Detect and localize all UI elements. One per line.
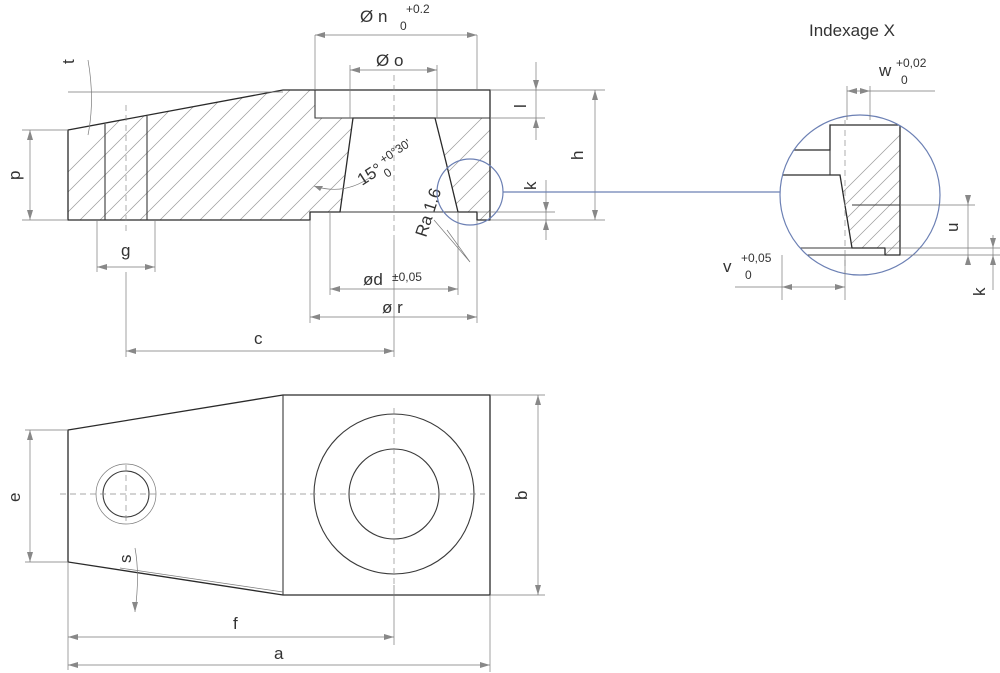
dim-t-label: t	[59, 59, 78, 64]
dim-p-label: p	[5, 171, 24, 180]
top-view: e b s f a	[5, 394, 545, 672]
dim-g-label: g	[121, 241, 130, 260]
small-hole	[104, 116, 148, 220]
detail-callout-circle	[436, 158, 504, 226]
dim-s-label: s	[116, 555, 135, 564]
section-view: Ø n +0.2 0 Ø o t p l h k g c	[5, 2, 780, 357]
detail-w-label: w	[878, 61, 892, 80]
detail-v-tol-lower: 0	[745, 268, 752, 282]
dim-d-tol: ±0,05	[392, 270, 422, 284]
dim-o-label: Ø o	[376, 51, 403, 70]
dim-b-label: b	[512, 491, 531, 500]
top-outline	[67, 394, 491, 596]
detail-w-tol-lower: 0	[901, 73, 908, 87]
angle-tol-upper: +0°30'	[377, 136, 413, 166]
dim-e-label: e	[5, 493, 24, 502]
section-outline	[67, 89, 491, 221]
dim-n-label: Ø n	[360, 7, 387, 26]
dim-r-label: ø r	[382, 298, 403, 317]
angle-label: 15°	[354, 159, 386, 189]
dim-f-label: f	[233, 614, 238, 633]
angle-tol-lower: 0	[381, 165, 394, 181]
detail-view: Indexage X w +0,02 0 v +0,05 0 u k	[723, 21, 1000, 300]
detail-title: Indexage X	[809, 21, 895, 40]
dim-h-label: h	[568, 151, 587, 160]
dim-a-label: a	[274, 644, 284, 663]
counterbore	[314, 90, 490, 119]
dim-d-label: ød	[363, 270, 383, 289]
dim-k-label: k	[521, 181, 540, 190]
dim-n-tol-lower: 0	[400, 19, 407, 33]
dim-n-tol-upper: +0.2	[406, 2, 430, 16]
detail-v-label: v	[723, 257, 732, 276]
detail-k-label: k	[970, 287, 989, 296]
detail-magnify-circle	[779, 114, 941, 276]
section-hatching	[68, 90, 353, 220]
detail-u-label: u	[943, 223, 962, 232]
detail-w-tol-upper: +0,02	[896, 56, 927, 70]
top-centerlines	[60, 408, 485, 585]
dim-l-label: l	[511, 104, 530, 108]
dim-c-label: c	[254, 329, 263, 348]
detail-v-tol-upper: +0,05	[741, 251, 772, 265]
